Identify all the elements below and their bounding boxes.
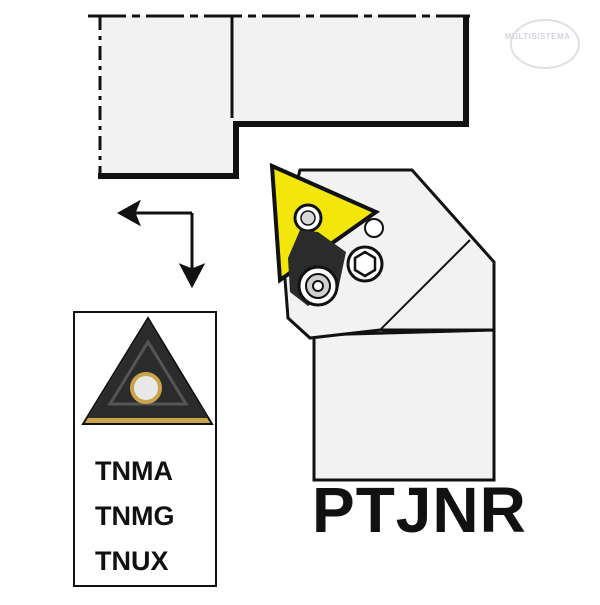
insert-code-2: TNMG [95,501,175,531]
watermark-text: MULTISISTEMA [505,32,571,41]
holder-shank [312,328,496,482]
watermark-logo [510,19,580,69]
clamp-screw-icon [297,265,339,307]
holder-code: PTJNR [312,474,527,546]
insert-code-3: TNUX [95,546,169,576]
insert-code-1: TNMA [95,456,173,486]
tip-screw-icon [364,218,384,238]
hex-screw-icon [346,245,384,283]
insert-type-box: TNMA TNMG TNUX [73,311,217,587]
insert-picture [81,316,214,425]
workpiece-outline [88,14,470,179]
direction-arrows-icon [116,199,206,289]
